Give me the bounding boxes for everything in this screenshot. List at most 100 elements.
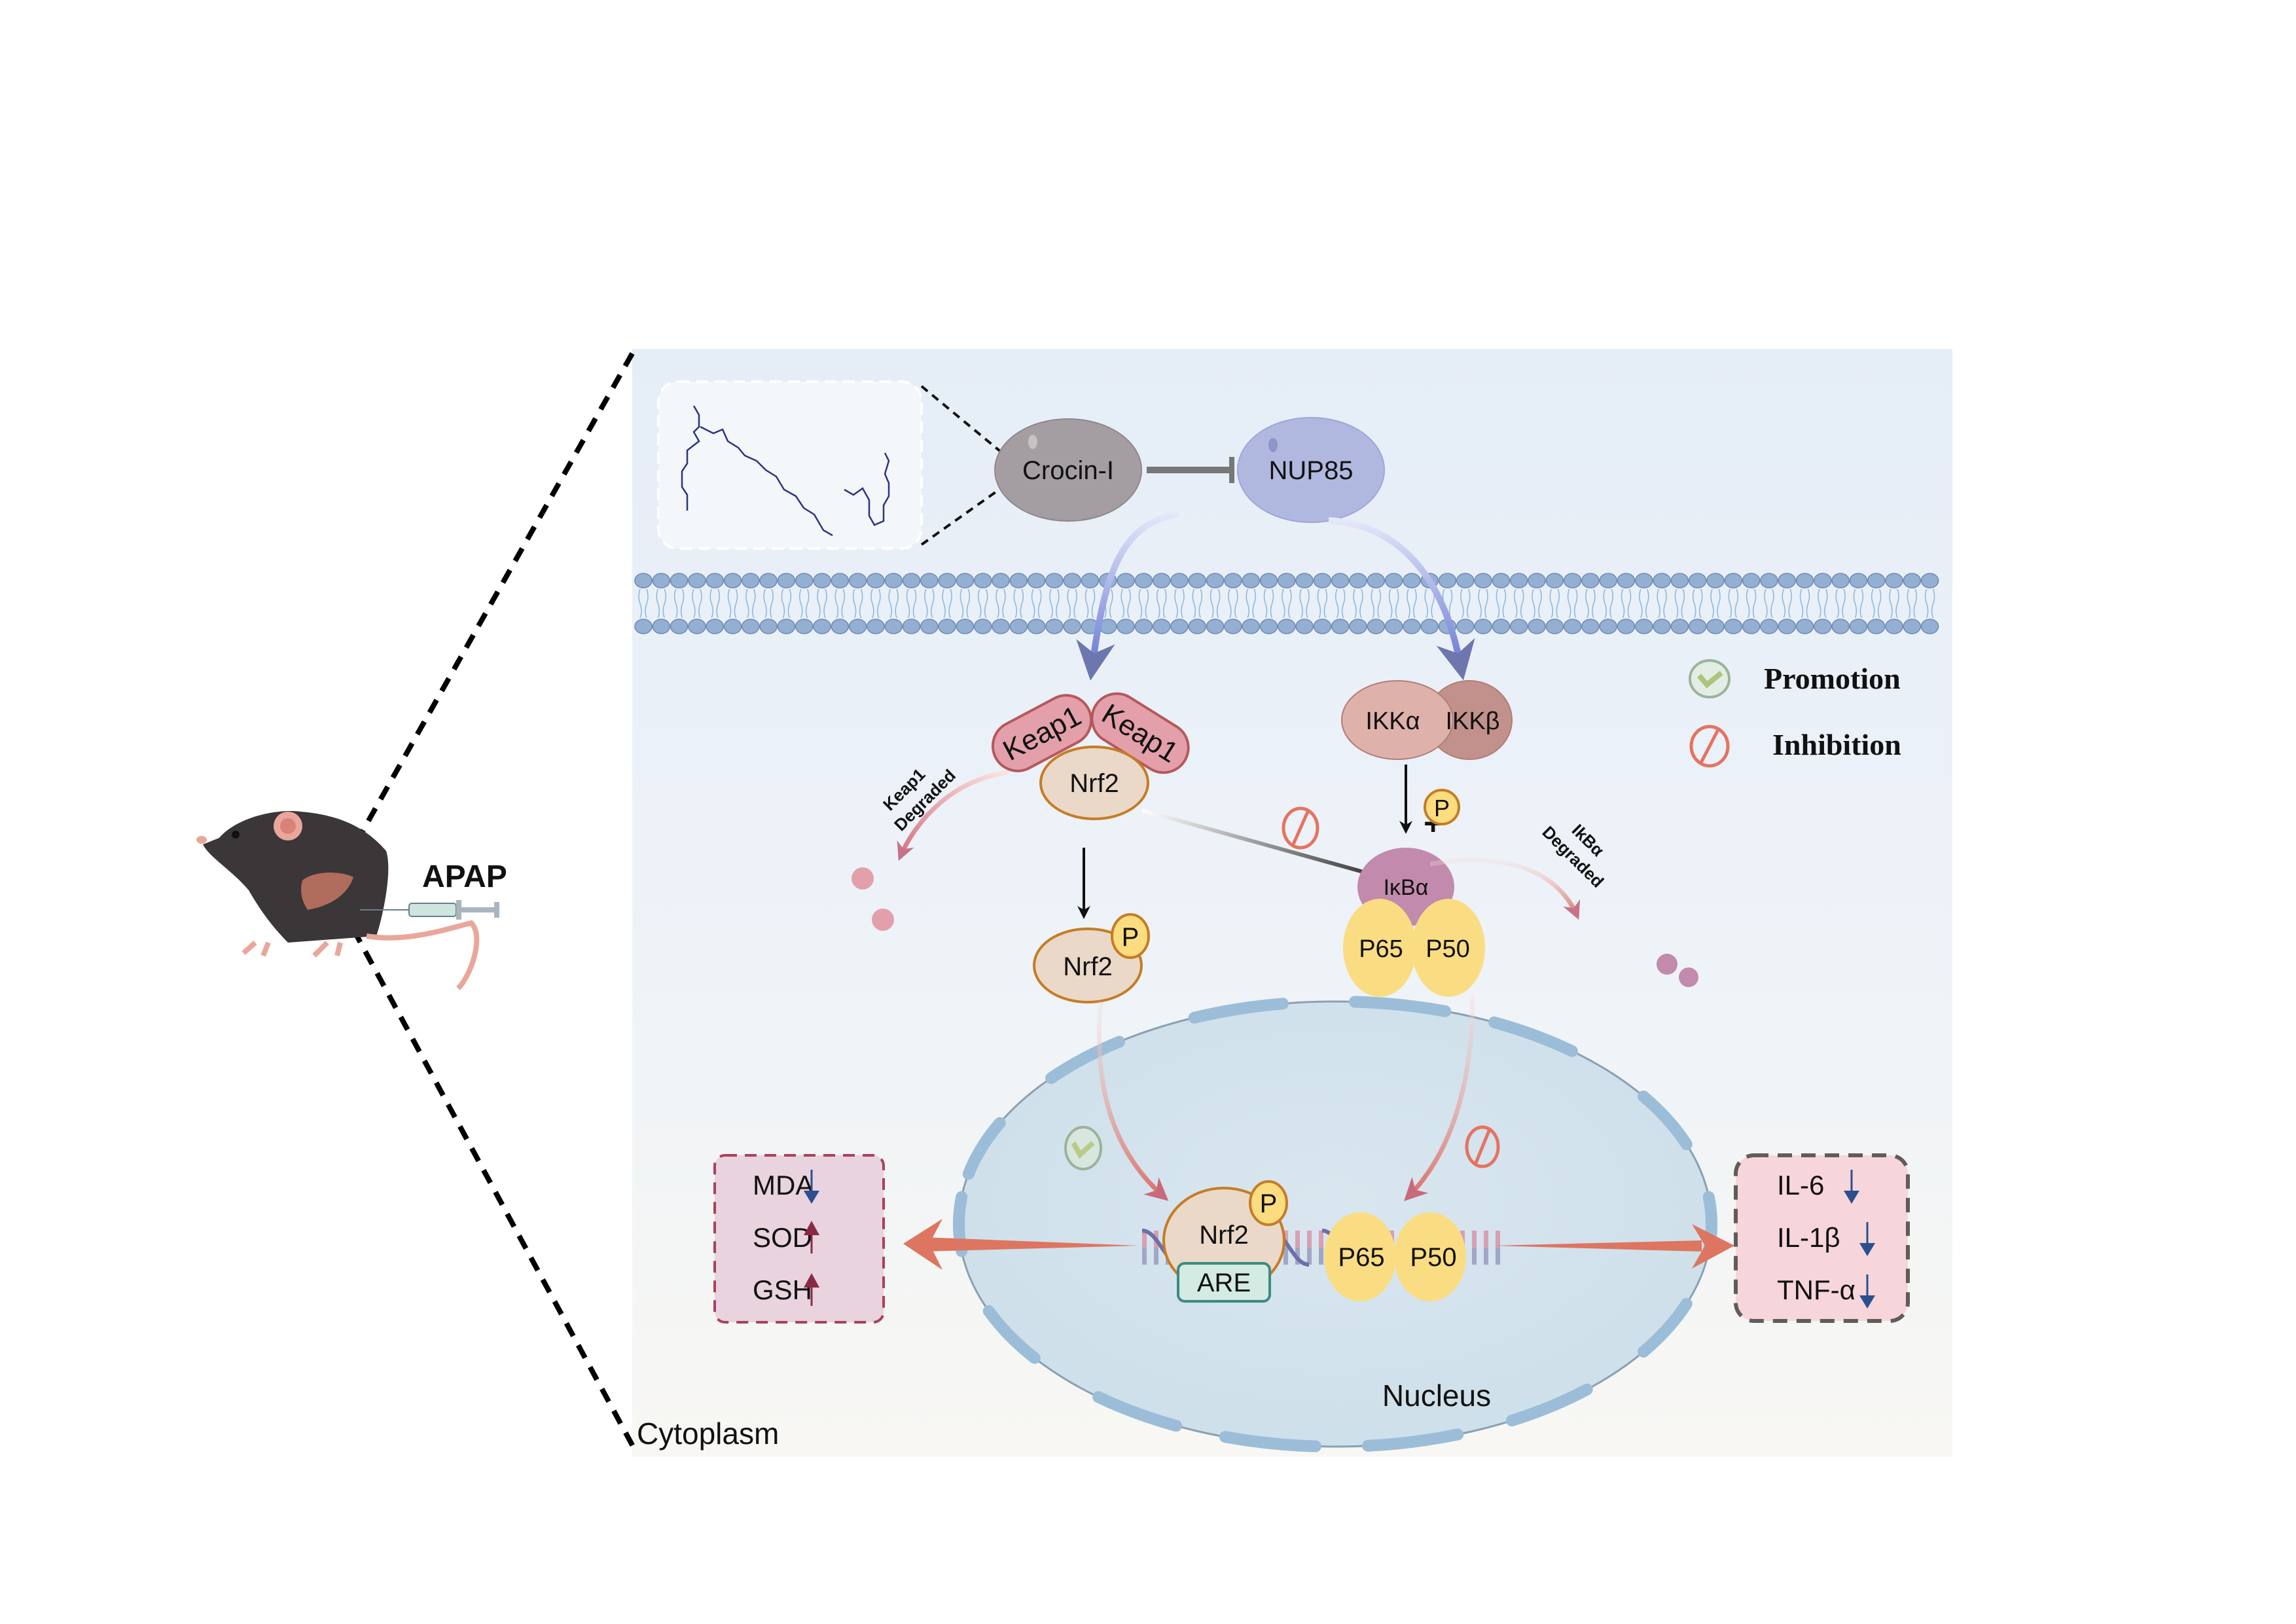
- nfkb-nuclear-complex[interactable]: P65 P50: [1324, 1212, 1466, 1301]
- zoom-line-top: [338, 352, 635, 872]
- marker-label: GSH: [753, 1274, 812, 1305]
- lipid: [1474, 573, 1492, 634]
- lipid: [1670, 573, 1689, 634]
- lipid: [938, 573, 956, 634]
- dna-base: [1295, 1231, 1300, 1248]
- phospho-label: P: [1122, 923, 1139, 952]
- lipid: [1367, 573, 1386, 634]
- nrf2-p-label: Nrf2: [1063, 952, 1113, 981]
- treatment-label: APAP: [422, 859, 507, 894]
- prohibit-icon: [1689, 725, 1730, 768]
- lipid: [1117, 573, 1135, 634]
- phospho-badge-ikk: [1424, 789, 1460, 825]
- lipid: [1492, 573, 1511, 634]
- lipid: [1814, 573, 1832, 634]
- lipid: [1688, 573, 1707, 634]
- mouse-illustration: [196, 811, 480, 990]
- crocin-chemical-structure: [681, 405, 890, 537]
- lipid: [1278, 573, 1296, 634]
- dna-base: [1283, 1231, 1288, 1248]
- lipid: [1778, 573, 1796, 634]
- dna-base: [1484, 1231, 1488, 1248]
- are-element: [1177, 1262, 1271, 1303]
- lipid: [652, 573, 671, 634]
- lipid: [795, 573, 814, 634]
- degraded-fragment: [872, 909, 894, 931]
- dna-base: [1142, 1248, 1147, 1265]
- dna-base: [1496, 1231, 1500, 1248]
- nup85-node[interactable]: NUP85: [1237, 417, 1385, 523]
- dna-base: [1484, 1248, 1488, 1265]
- nrf2-nuclear-label: Nrf2: [1199, 1221, 1249, 1250]
- lipid: [1403, 573, 1421, 634]
- arrow-down-icon: [804, 1170, 819, 1204]
- lipid: [1599, 573, 1617, 634]
- ikba-nfkb-complex[interactable]: IκBα P65 P50: [1343, 848, 1485, 997]
- nrf2-are-complex[interactable]: Nrf2 P ARE: [1162, 1180, 1288, 1303]
- nuclear-pore: [1505, 1383, 1593, 1427]
- nrf2-complex-label: Nrf2: [1069, 769, 1119, 798]
- lipid: [831, 573, 850, 634]
- p50: [1412, 899, 1485, 997]
- nuclear-pore: [1638, 1297, 1693, 1358]
- lipid: [1224, 573, 1242, 634]
- p50-nuclear: [1394, 1212, 1466, 1301]
- marker-label: IL-6: [1777, 1170, 1824, 1200]
- lipid: [1760, 573, 1778, 634]
- cell-membrane: [634, 573, 1939, 634]
- lipid: [1206, 573, 1225, 634]
- lipid: [973, 573, 992, 634]
- arrow-to-inflammatory-markers: [1492, 1224, 1734, 1269]
- nucleus-label: Nucleus: [1382, 1379, 1491, 1413]
- dna-base: [1496, 1248, 1500, 1265]
- lipid: [1152, 573, 1171, 634]
- lipid: [1831, 573, 1850, 634]
- nrf2-phosphorylated[interactable]: Nrf2 P: [1033, 913, 1150, 1003]
- are-label: ARE: [1197, 1269, 1251, 1297]
- dna-base: [1142, 1231, 1147, 1248]
- zoom-line-structure-bottom: [920, 484, 1006, 546]
- degraded-fragment: [1679, 967, 1698, 987]
- nuclear-pore: [1349, 996, 1452, 1017]
- lipid: [1849, 573, 1868, 634]
- degraded-fragment: [1657, 954, 1677, 975]
- phospho-label-nuclear: P: [1260, 1189, 1278, 1218]
- keap1-nrf2-complex[interactable]: Keap1 Keap1 Nrf2: [984, 684, 1198, 820]
- lipid: [1742, 573, 1761, 634]
- lipid: [1170, 573, 1189, 634]
- lipid: [1885, 573, 1903, 634]
- ikk-complex[interactable]: IKKα IKKβ: [1341, 680, 1513, 760]
- lipid: [742, 573, 760, 634]
- nuclear-pore: [1045, 1036, 1126, 1084]
- lipid: [1295, 573, 1314, 634]
- cytoplasm-label: Cytoplasm: [637, 1416, 779, 1451]
- lipid: [1027, 573, 1046, 634]
- lipid: [1313, 573, 1332, 634]
- dna-base: [1283, 1248, 1288, 1265]
- arrow-ikba-degraded: [1429, 857, 1581, 920]
- lipid: [759, 573, 778, 634]
- dna-base: [1319, 1231, 1323, 1248]
- lipid: [1134, 573, 1153, 634]
- p65-label: P65: [1359, 935, 1403, 963]
- phospho-label-ikk: P: [1434, 795, 1450, 821]
- lipid: [1795, 573, 1814, 634]
- keap1-left: [991, 694, 1093, 772]
- crocin-node[interactable]: Crocin-I: [994, 418, 1142, 522]
- prohibit-icon: [1282, 806, 1319, 850]
- syringe-icon: [360, 900, 499, 920]
- dna-base: [1472, 1231, 1477, 1248]
- lipid: [1242, 573, 1260, 634]
- lipid: [884, 573, 903, 634]
- lipid: [1509, 573, 1528, 634]
- p65-nuclear-label: P65: [1338, 1243, 1384, 1272]
- dna-base: [1307, 1231, 1312, 1248]
- lipid: [1349, 573, 1367, 634]
- legend-item-promotion: Promotion: [1689, 659, 1901, 698]
- nuclear-pore: [1638, 1090, 1693, 1151]
- degraded-fragment: [852, 867, 874, 890]
- arrow-down-icon: [1859, 1274, 1875, 1308]
- lipid: [1635, 573, 1653, 634]
